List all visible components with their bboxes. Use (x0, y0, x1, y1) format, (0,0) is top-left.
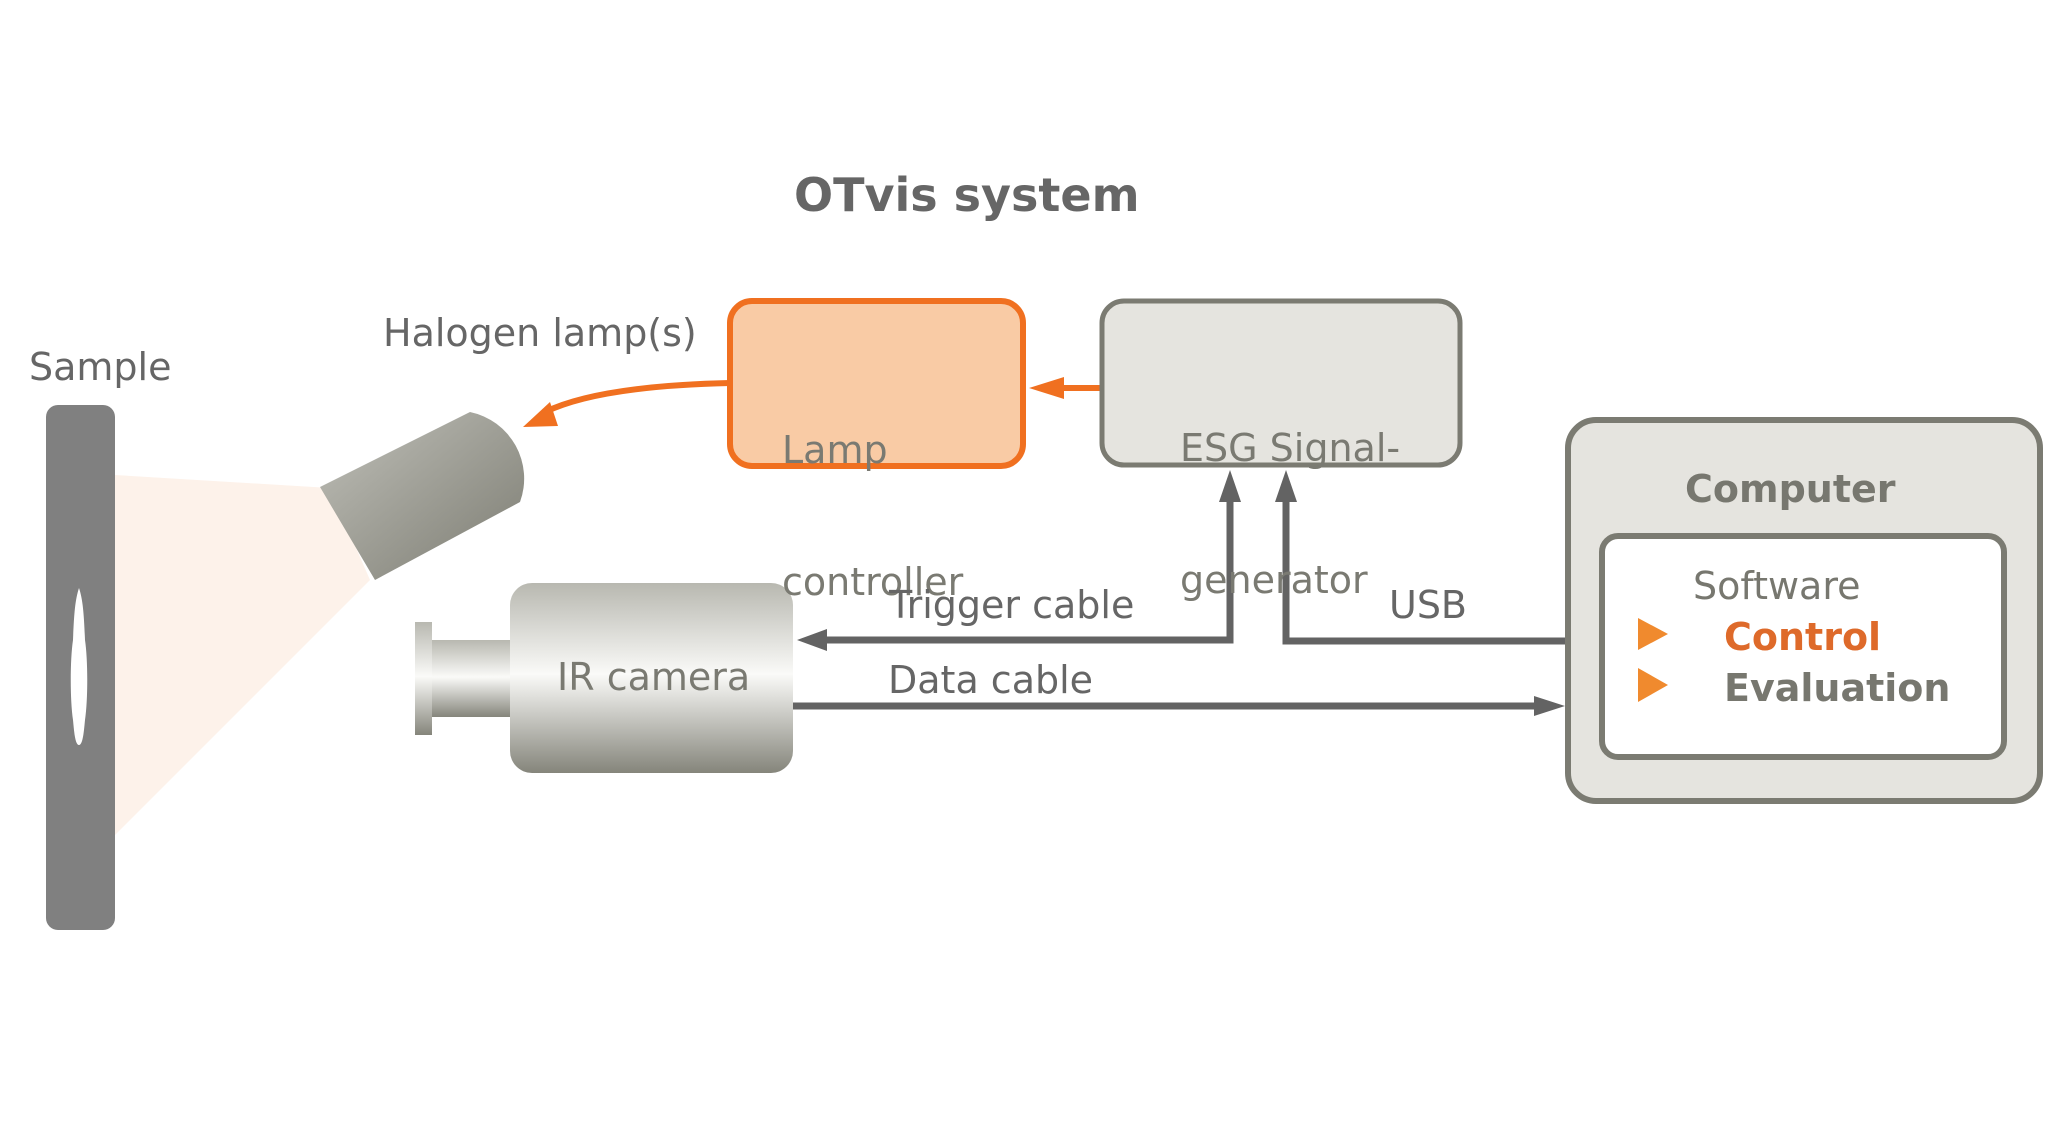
ir-camera-label: IR camera (557, 655, 751, 699)
lamp-controller-box (727, 298, 1026, 469)
camera-lens-flange (415, 622, 432, 735)
data-cable-label: Data cable (888, 658, 1094, 702)
camera-lens (432, 640, 512, 717)
bullet-evaluation-icon (1638, 668, 1668, 702)
lamp-controller-line1: Lamp (782, 428, 888, 472)
light-beam (115, 475, 370, 835)
signal-generator-line1: ESG Signal- (1180, 426, 1401, 470)
usb-arrowhead-icon (1275, 470, 1297, 502)
lamp-arrowhead-icon (523, 402, 558, 427)
halogen-lamp-icon (320, 412, 525, 580)
software-label: Software (1693, 564, 1861, 608)
lamp-cable-arrow (543, 380, 731, 415)
signal-generator-line2: generator (1180, 558, 1368, 602)
signal-generator-label: ESG Signal- generator (1180, 338, 1400, 646)
data-cable-arrowhead-icon (1534, 696, 1565, 716)
usb-label: USB (1389, 583, 1468, 627)
software-box (1599, 533, 2007, 760)
signal-generator-box (1099, 298, 1463, 468)
bullet-control-icon (1638, 618, 1668, 650)
lamp-controller-label: Lamp controller (782, 340, 963, 648)
ir-camera-box (510, 583, 793, 773)
diagram-title: OTvis system (794, 168, 1140, 222)
software-item-control: Control (1724, 615, 1882, 659)
trigger-cable (820, 495, 1234, 644)
lamp-controller-line2: controller (782, 560, 964, 604)
sample-label: Sample (29, 345, 172, 389)
computer-label: Computer (1685, 467, 1896, 511)
trigger-up-arrowhead-icon (1219, 470, 1241, 502)
sample-defect (70, 588, 88, 745)
trigger-cable-label: Trigger cable (889, 583, 1135, 627)
halogen-lamp-label: Halogen lamp(s) (383, 311, 697, 355)
usb-cable (1282, 495, 1568, 645)
signal-to-lamp-arrowhead-icon (1029, 377, 1064, 399)
trigger-cable-arrowhead-icon (797, 629, 827, 651)
software-item-evaluation: Evaluation (1724, 666, 1951, 710)
